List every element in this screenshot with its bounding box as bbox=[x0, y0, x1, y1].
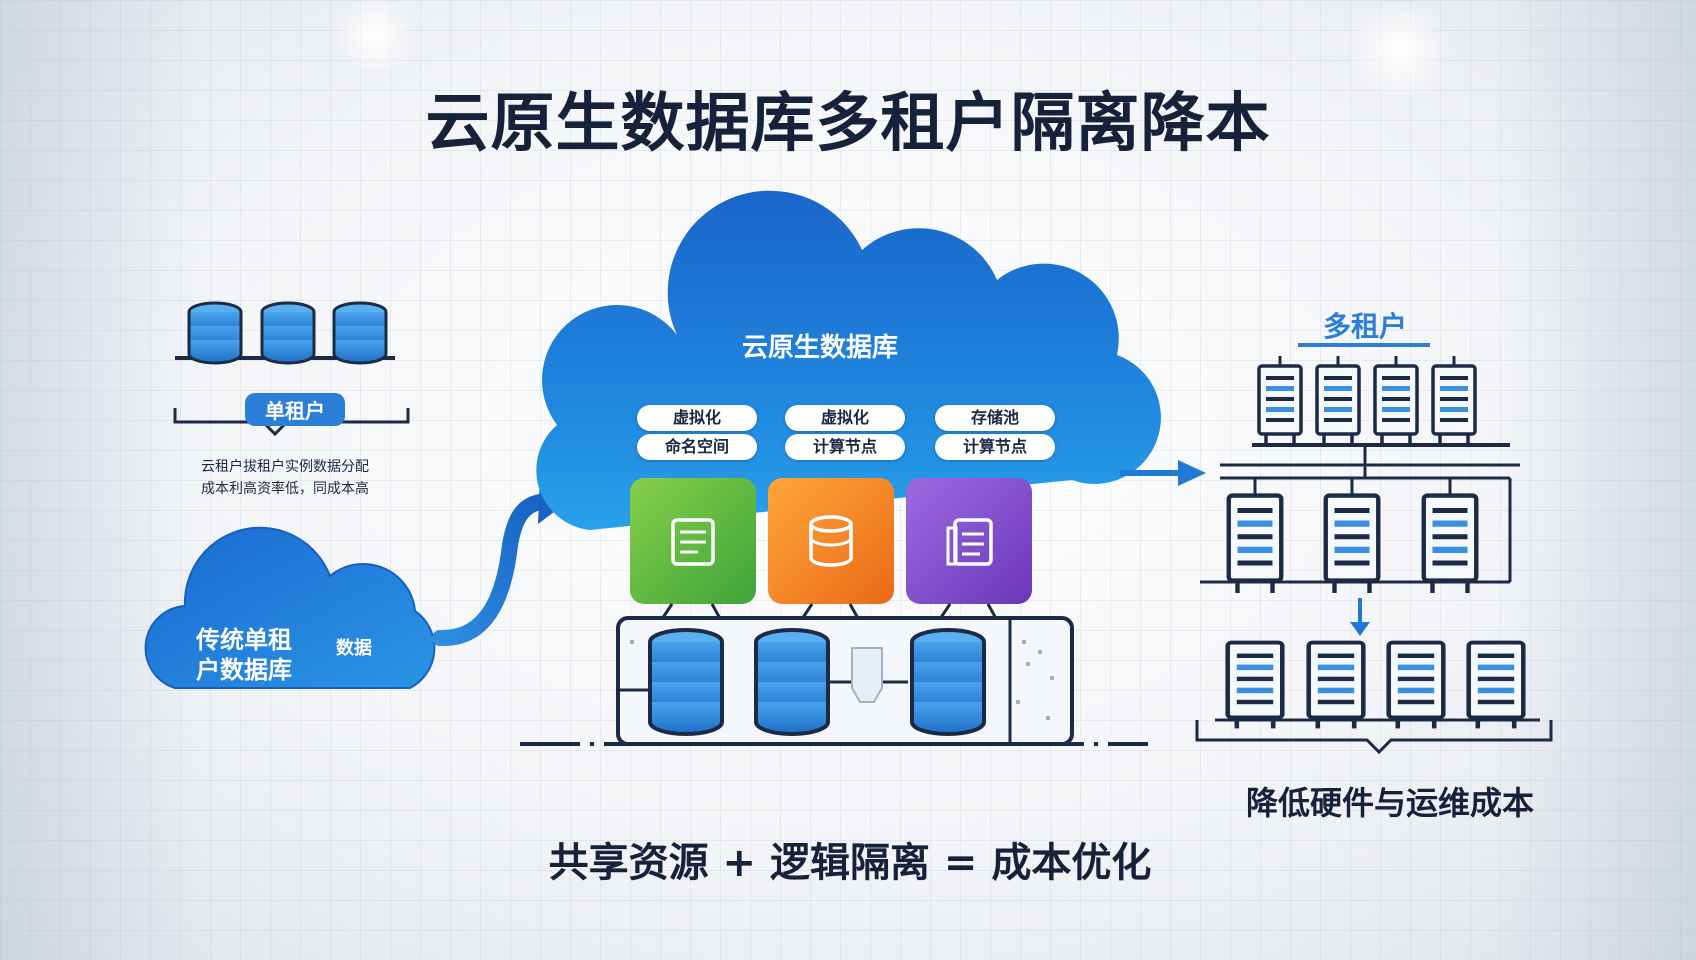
flow-arrow bbox=[432, 494, 548, 646]
background-left-panel bbox=[0, 0, 200, 960]
cloud-native-db-title: 云原生数据库 bbox=[741, 333, 898, 363]
right-bracket bbox=[1195, 720, 1553, 755]
background-light-glow bbox=[1340, 5, 1460, 95]
traditional-cloud bbox=[144, 526, 436, 689]
background-light-glow bbox=[330, 0, 420, 70]
multi-tenant-label: 多租户 bbox=[1322, 310, 1407, 343]
storage-base bbox=[520, 616, 1148, 746]
server-icon bbox=[1389, 643, 1444, 729]
pill-storage-pool: 存储池 bbox=[935, 405, 1055, 431]
left-db-group bbox=[175, 301, 395, 365]
database-icon bbox=[910, 628, 986, 736]
server-icon bbox=[1257, 364, 1303, 446]
server-icon bbox=[1373, 364, 1419, 446]
pill-compute-node-1: 计算节点 bbox=[785, 434, 905, 460]
tile-orange bbox=[768, 478, 894, 604]
server-icon bbox=[1424, 496, 1477, 594]
database-icon bbox=[332, 301, 388, 365]
server-icon bbox=[1431, 364, 1477, 446]
down-arrow-head bbox=[1350, 622, 1370, 636]
server-icon bbox=[1315, 364, 1361, 446]
tile-green bbox=[630, 478, 756, 604]
server-icon bbox=[1309, 643, 1364, 729]
database-icon bbox=[260, 301, 316, 365]
mid-servers bbox=[1229, 496, 1477, 594]
single-tenant-desc-line1: 云租户拔租户实例数据分配 bbox=[201, 459, 369, 475]
reduce-cost-label: 降低硬件与运维成本 bbox=[1245, 784, 1534, 822]
background-right-panel bbox=[1496, 0, 1696, 960]
server-icon bbox=[1228, 643, 1283, 729]
pill-virtualization-1: 虚拟化 bbox=[637, 405, 757, 431]
filter-icon bbox=[851, 647, 883, 703]
pill-virtualization-2: 虚拟化 bbox=[785, 405, 905, 431]
single-tenant-tag: 单租户 bbox=[245, 393, 345, 426]
traditional-cloud-line1: 传统单租 bbox=[196, 626, 292, 654]
pill-namespace: 命名空间 bbox=[637, 434, 757, 460]
bottom-servers bbox=[1215, 643, 1540, 729]
single-tenant-desc-line2: 成本利高资率低，同成本高 bbox=[201, 481, 369, 497]
server-icon bbox=[1229, 496, 1282, 594]
page-title: 云原生数据库多租户隔离降本 bbox=[425, 87, 1271, 161]
tile-purple bbox=[906, 478, 1032, 604]
server-icon bbox=[1326, 496, 1379, 594]
database-icon bbox=[187, 301, 243, 365]
right-arrow-head bbox=[1178, 460, 1206, 486]
server-icon bbox=[1469, 643, 1524, 729]
pill-compute-node-2: 计算节点 bbox=[935, 434, 1055, 460]
traditional-cloud-line2: 户数据库 bbox=[196, 656, 292, 684]
database-icon bbox=[754, 628, 830, 736]
top-servers bbox=[1252, 356, 1510, 447]
left-bracket bbox=[173, 408, 410, 437]
traditional-cloud-side-label: 数据 bbox=[336, 638, 372, 659]
cost-formula: 共享资源 + 逻辑隔离 = 成本优化 bbox=[548, 840, 1152, 886]
database-icon bbox=[648, 628, 724, 736]
